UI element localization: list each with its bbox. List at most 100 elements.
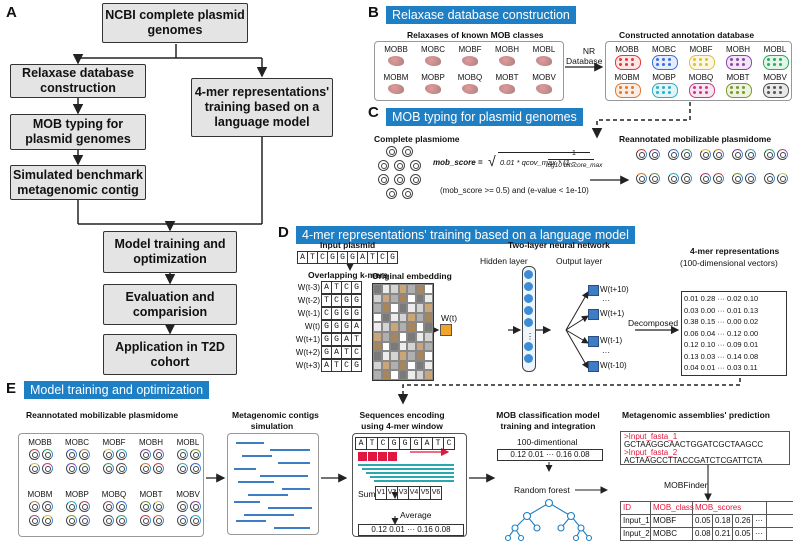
db-cluster-icon — [615, 83, 641, 98]
sequence-base: G — [387, 251, 398, 264]
contig-line — [234, 468, 256, 470]
db-cluster-icon — [615, 55, 641, 70]
e-mob-class-label: MOBV — [176, 490, 200, 499]
embedding-cell — [424, 284, 433, 294]
protein-structure-icon — [425, 84, 441, 94]
formula-lhs: mob_score = — [433, 158, 483, 167]
embedding-cell — [415, 341, 425, 352]
plasmid-inner — [156, 504, 162, 510]
plasmid-icon — [681, 173, 692, 184]
db-cluster-dot — [742, 86, 745, 89]
plasmid-inner — [748, 176, 754, 182]
contigs-box — [227, 433, 319, 535]
nr-label: NR — [582, 46, 596, 56]
plasmid-icon — [402, 188, 413, 199]
embedding-cell — [373, 360, 382, 371]
embedding-cell — [398, 332, 408, 342]
contigs-title-1: Metagenomic contigs — [232, 410, 319, 420]
result-cell: Input_2 — [623, 528, 651, 540]
nn-title: Two-layer neural network — [508, 240, 610, 250]
encoding-line — [374, 480, 454, 482]
hidden-layer: ⋮ — [522, 266, 536, 372]
sum-label: Sum — [358, 489, 376, 499]
plasmid-inner — [735, 176, 741, 182]
plasmid-inner — [82, 452, 88, 458]
original-embedding-title: Original embedding — [372, 271, 452, 281]
hidden-layer-label: Hidden layer — [480, 256, 528, 266]
result-header-cell: MOB_scores — [693, 502, 767, 514]
flow-ncbi: NCBI complete plasmid genomes — [102, 3, 248, 43]
embedding-cell — [415, 332, 425, 342]
plasmid-icon — [42, 501, 53, 512]
embedding-cell — [415, 284, 425, 294]
plasmid-inner — [69, 518, 75, 524]
result-header-cell: MOB_class — [653, 502, 694, 514]
plasmid-icon — [764, 149, 775, 160]
contig-line — [282, 487, 310, 490]
fasta-seq: ACTAAGCCTTACCGATCTCGATTCTA — [624, 456, 763, 465]
embedding-cell — [407, 370, 416, 380]
embedding-cell — [390, 370, 399, 380]
formula-frac-den: log10 bitscore_max — [546, 162, 603, 169]
embedding-cell — [381, 341, 391, 352]
plasmid-inner — [671, 176, 677, 182]
plasmid-inner — [671, 152, 677, 158]
plasmid-icon — [103, 463, 114, 474]
contig-line — [238, 481, 274, 483]
embedding-cell — [373, 312, 382, 323]
window-cell — [378, 452, 387, 461]
embedding-cell — [407, 332, 416, 342]
plasmid-inner — [389, 149, 395, 155]
plasmid-icon — [29, 515, 40, 526]
embedding-cell — [381, 370, 391, 380]
e-reannotated-title: Reannotated mobilizable plasmidome — [26, 410, 179, 420]
kmer-base: G — [351, 281, 362, 294]
embedding-cell — [424, 360, 433, 371]
mob-class-label: MOBF — [458, 45, 482, 54]
window-cell — [388, 452, 397, 461]
overlapping-kmers-title: Overlapping k-mers — [308, 270, 388, 280]
plasmid-icon — [402, 146, 413, 157]
rep-row: 0.03 0.00 ··· 0.01 0.13 — [684, 305, 759, 315]
output-node — [588, 285, 599, 296]
db-cluster-dot — [668, 86, 671, 89]
embedding-cell — [407, 312, 416, 323]
flow-fourmer: 4-mer representations' training based on… — [191, 78, 333, 137]
kmer-label: W(t+3) — [295, 361, 320, 370]
plasmid-inner — [180, 466, 186, 472]
db-cluster-dot — [699, 58, 702, 61]
db-cluster-dot — [631, 58, 634, 61]
db-cluster-icon — [652, 83, 678, 98]
embedding-cell — [381, 312, 391, 323]
plasmid-inner — [381, 177, 387, 183]
plasmid-inner — [32, 504, 38, 510]
db-cluster-dot — [773, 86, 776, 89]
flow-model-training: Model training and optimization — [103, 231, 237, 273]
plasmid-inner — [45, 518, 51, 524]
plasmid-inner — [193, 504, 199, 510]
plasmid-icon — [386, 188, 397, 199]
output-layer-label: Output layer — [556, 256, 603, 266]
db-cluster-dot — [767, 58, 770, 61]
embedding-cell — [390, 312, 399, 323]
plasmid-icon — [177, 449, 188, 460]
plasmid-inner — [684, 152, 690, 158]
plasmid-icon — [29, 463, 40, 474]
embedding-cell — [373, 284, 382, 294]
mob-class-label: MOBM — [614, 73, 640, 82]
plasmid-inner — [735, 152, 741, 158]
embedding-cell — [373, 370, 382, 380]
e-mob-class-label: MOBM — [27, 490, 53, 499]
plasmid-icon — [66, 515, 77, 526]
mob-class-label: MOBP — [421, 73, 445, 82]
contig-line — [278, 461, 310, 464]
plasmid-icon — [103, 515, 114, 526]
mob-class-label: MOBQ — [688, 73, 714, 82]
db-cluster-dot — [693, 91, 696, 94]
embedding-cell — [390, 322, 399, 332]
